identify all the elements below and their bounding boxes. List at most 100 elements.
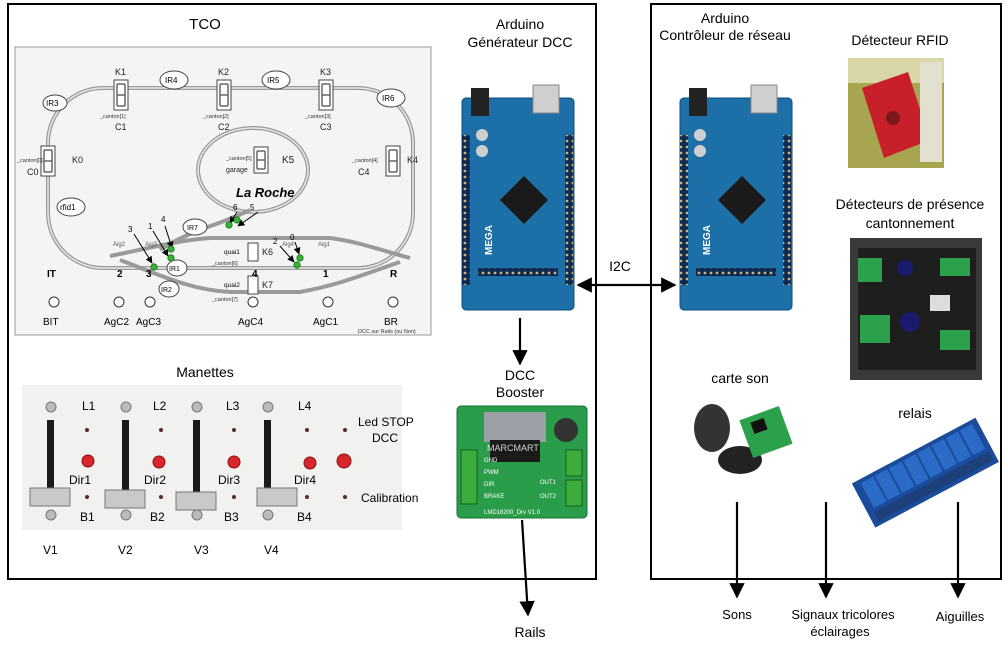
rfid-detector-image bbox=[848, 58, 944, 168]
led-label-l3: L3 bbox=[226, 399, 240, 413]
throttle-1 bbox=[29, 401, 71, 521]
dir-label-4: Dir4 bbox=[294, 473, 316, 487]
relais-label: relais bbox=[898, 405, 932, 421]
track-quai1 bbox=[109, 236, 411, 260]
arduino-network-board: MEGA bbox=[679, 84, 793, 311]
stop-button bbox=[336, 453, 352, 469]
presence-title-line2: cantonnement bbox=[865, 215, 955, 231]
booster-out1: OUT1 bbox=[540, 480, 557, 486]
ir-bubble-ir2: IR2 bbox=[158, 280, 180, 298]
svg-text:1: 1 bbox=[148, 222, 153, 231]
switch-pointer-1: 1 bbox=[148, 222, 169, 257]
aig-tag-2: Aig2 bbox=[113, 242, 126, 248]
throttle-4 bbox=[256, 401, 298, 521]
svg-text:0: 0 bbox=[290, 233, 295, 242]
button-label-agc3: AgC3 bbox=[136, 317, 161, 328]
button-label-br: BR bbox=[384, 317, 398, 328]
canton-label-k5: K5 bbox=[282, 155, 295, 166]
ir-bubble-ir3: IR3 bbox=[42, 94, 68, 112]
carte-son-label: carte son bbox=[711, 370, 769, 386]
canton-caption-c0: C0 bbox=[27, 167, 39, 177]
v-label-1: V1 bbox=[43, 543, 58, 557]
relay-board-image bbox=[851, 417, 999, 528]
tco-push-buttons bbox=[48, 296, 399, 308]
track-quai2 bbox=[119, 258, 401, 294]
aiguilles-label: Aiguilles bbox=[935, 609, 985, 624]
canton-caption-garage: garage bbox=[226, 167, 248, 174]
canton-display-k0 bbox=[40, 145, 56, 177]
presence-title-line1: Détecteurs de présence bbox=[835, 196, 985, 212]
canton-display-k6 bbox=[247, 242, 259, 262]
booster-pin-dir: DIR bbox=[484, 482, 495, 488]
svg-text:IR4: IR4 bbox=[165, 76, 178, 85]
svg-text:IR7: IR7 bbox=[187, 225, 198, 232]
b-label-2: B2 bbox=[150, 510, 165, 524]
canton-caption-c3: C3 bbox=[320, 122, 332, 132]
signaux-label-line2: éclairages bbox=[810, 624, 870, 639]
svg-text:2: 2 bbox=[273, 237, 278, 246]
tco-panel: K1 K2 K3 K0 K4 K5 K6 K7 C1 C2 C3 C0 C4 g… bbox=[14, 46, 432, 336]
switch-pointer-5: 5 bbox=[237, 203, 259, 227]
zone-label-it: IT bbox=[47, 269, 56, 280]
zone-label-4: 4 bbox=[252, 269, 258, 280]
button-label-agc1: AgC1 bbox=[313, 317, 338, 328]
svg-text:6: 6 bbox=[233, 203, 238, 212]
ir-bubble-ir1: IR1 bbox=[166, 259, 188, 277]
button-label-agc4: AgC4 bbox=[238, 317, 263, 328]
calibration-label: Calibration bbox=[361, 491, 418, 505]
svg-text:rfid1: rfid1 bbox=[60, 203, 76, 212]
svg-text:5: 5 bbox=[250, 203, 255, 212]
sons-label: Sons bbox=[722, 607, 752, 622]
ir-bubble-ir5: IR5 bbox=[261, 70, 291, 90]
led-stop-line2: DCC bbox=[372, 431, 398, 445]
switch-pointer-2: 2 bbox=[273, 237, 295, 263]
canton-tag-2: _canton[2] bbox=[202, 114, 229, 120]
svg-text:4: 4 bbox=[161, 215, 166, 224]
canton-label-k0: K0 bbox=[72, 155, 83, 165]
i2c-label: I2C bbox=[609, 258, 631, 274]
v-label-3: V3 bbox=[194, 543, 209, 557]
signaux-label-line1: Signaux tricolores bbox=[791, 607, 895, 622]
throttle-2 bbox=[104, 401, 146, 521]
throttle-leds bbox=[85, 428, 347, 499]
svg-text:IR5: IR5 bbox=[267, 76, 280, 85]
manettes-title: Manettes bbox=[176, 364, 234, 380]
canton-caption-c1: C1 bbox=[115, 122, 127, 132]
canton-tag-1: _canton[1] bbox=[99, 114, 126, 120]
booster-pin-brake: BRAKE bbox=[484, 494, 504, 500]
booster-model: LMD18200_Drv V1.0 bbox=[484, 510, 541, 516]
arduino-network-title-line2: Contrôleur de réseau bbox=[659, 27, 791, 43]
canton-display-k5 bbox=[253, 146, 269, 174]
canton-tag-7: _canton[7] bbox=[211, 297, 238, 303]
zone-label-3: 3 bbox=[146, 269, 152, 280]
canton-display-k7 bbox=[247, 275, 259, 295]
canton-display-k1 bbox=[113, 79, 129, 111]
manettes-panel: L1 L2 L3 L4 Dir1 Dir2 Dir3 Dir4 B1 B2 B3… bbox=[22, 385, 418, 557]
station-name: La Roche bbox=[236, 185, 295, 200]
svg-text:IR1: IR1 bbox=[169, 266, 180, 273]
switch-pointer-6: 6 bbox=[229, 203, 238, 224]
throttle-3 bbox=[175, 401, 217, 521]
dir-buttons bbox=[81, 453, 352, 470]
svg-text:3: 3 bbox=[128, 225, 133, 234]
b-label-3: B3 bbox=[224, 510, 239, 524]
canton-display-k3 bbox=[318, 79, 334, 111]
ir-bubble-ir6: IR6 bbox=[376, 88, 406, 108]
booster-pin-gnd: GND bbox=[484, 458, 498, 464]
aig-tag-4: Aig4 bbox=[282, 242, 295, 248]
canton-label-k3: K3 bbox=[320, 67, 331, 77]
v-label-4: V4 bbox=[264, 543, 279, 557]
ir-bubble-ir7: IR7 bbox=[182, 218, 208, 236]
zone-label-1: 1 bbox=[323, 269, 329, 280]
aig-tag-1: Aig1 bbox=[318, 242, 331, 248]
booster-board-image: MARCMART GND PWM DIR BRAKE OUT1 OUT2 LMD… bbox=[456, 405, 588, 519]
button-label-agc2: AgC2 bbox=[104, 317, 129, 328]
aig-tag-3: Aig3 bbox=[145, 242, 158, 248]
booster-out2: OUT2 bbox=[540, 494, 557, 500]
svg-text:IR6: IR6 bbox=[382, 94, 395, 103]
b-label-1: B1 bbox=[80, 510, 95, 524]
b-label-4: B4 bbox=[297, 510, 312, 524]
canton-label-k4: K4 bbox=[407, 155, 418, 165]
switch-leds bbox=[150, 216, 304, 271]
